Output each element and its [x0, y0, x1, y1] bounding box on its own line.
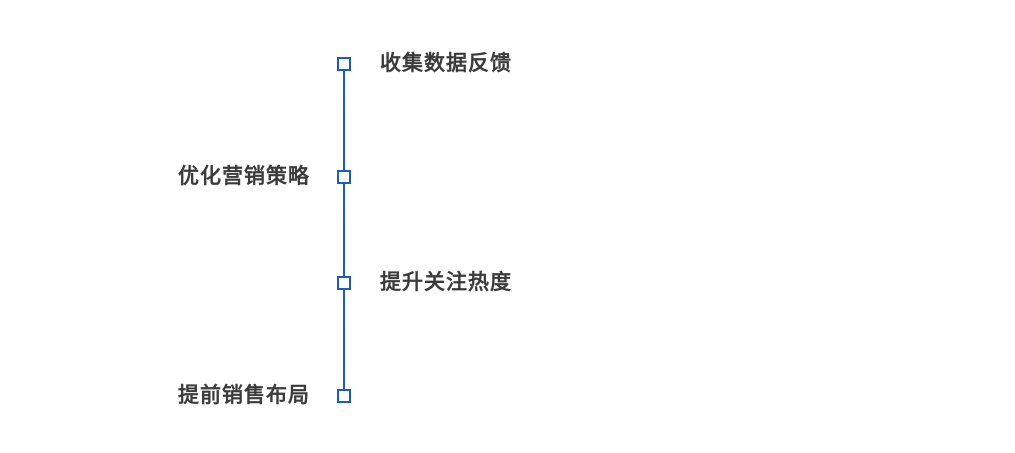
timeline-label-2: 优化营销策略 — [178, 165, 310, 188]
timeline-label-1: 收集数据反馈 — [380, 52, 512, 75]
timeline-label-4: 提前销售布局 — [178, 384, 310, 407]
timeline-node-1 — [337, 57, 351, 71]
timeline-node-4 — [337, 389, 351, 403]
timeline-label-3: 提升关注热度 — [380, 271, 512, 294]
timeline-line — [343, 64, 345, 396]
timeline-node-3 — [337, 276, 351, 290]
timeline-node-2 — [337, 170, 351, 184]
